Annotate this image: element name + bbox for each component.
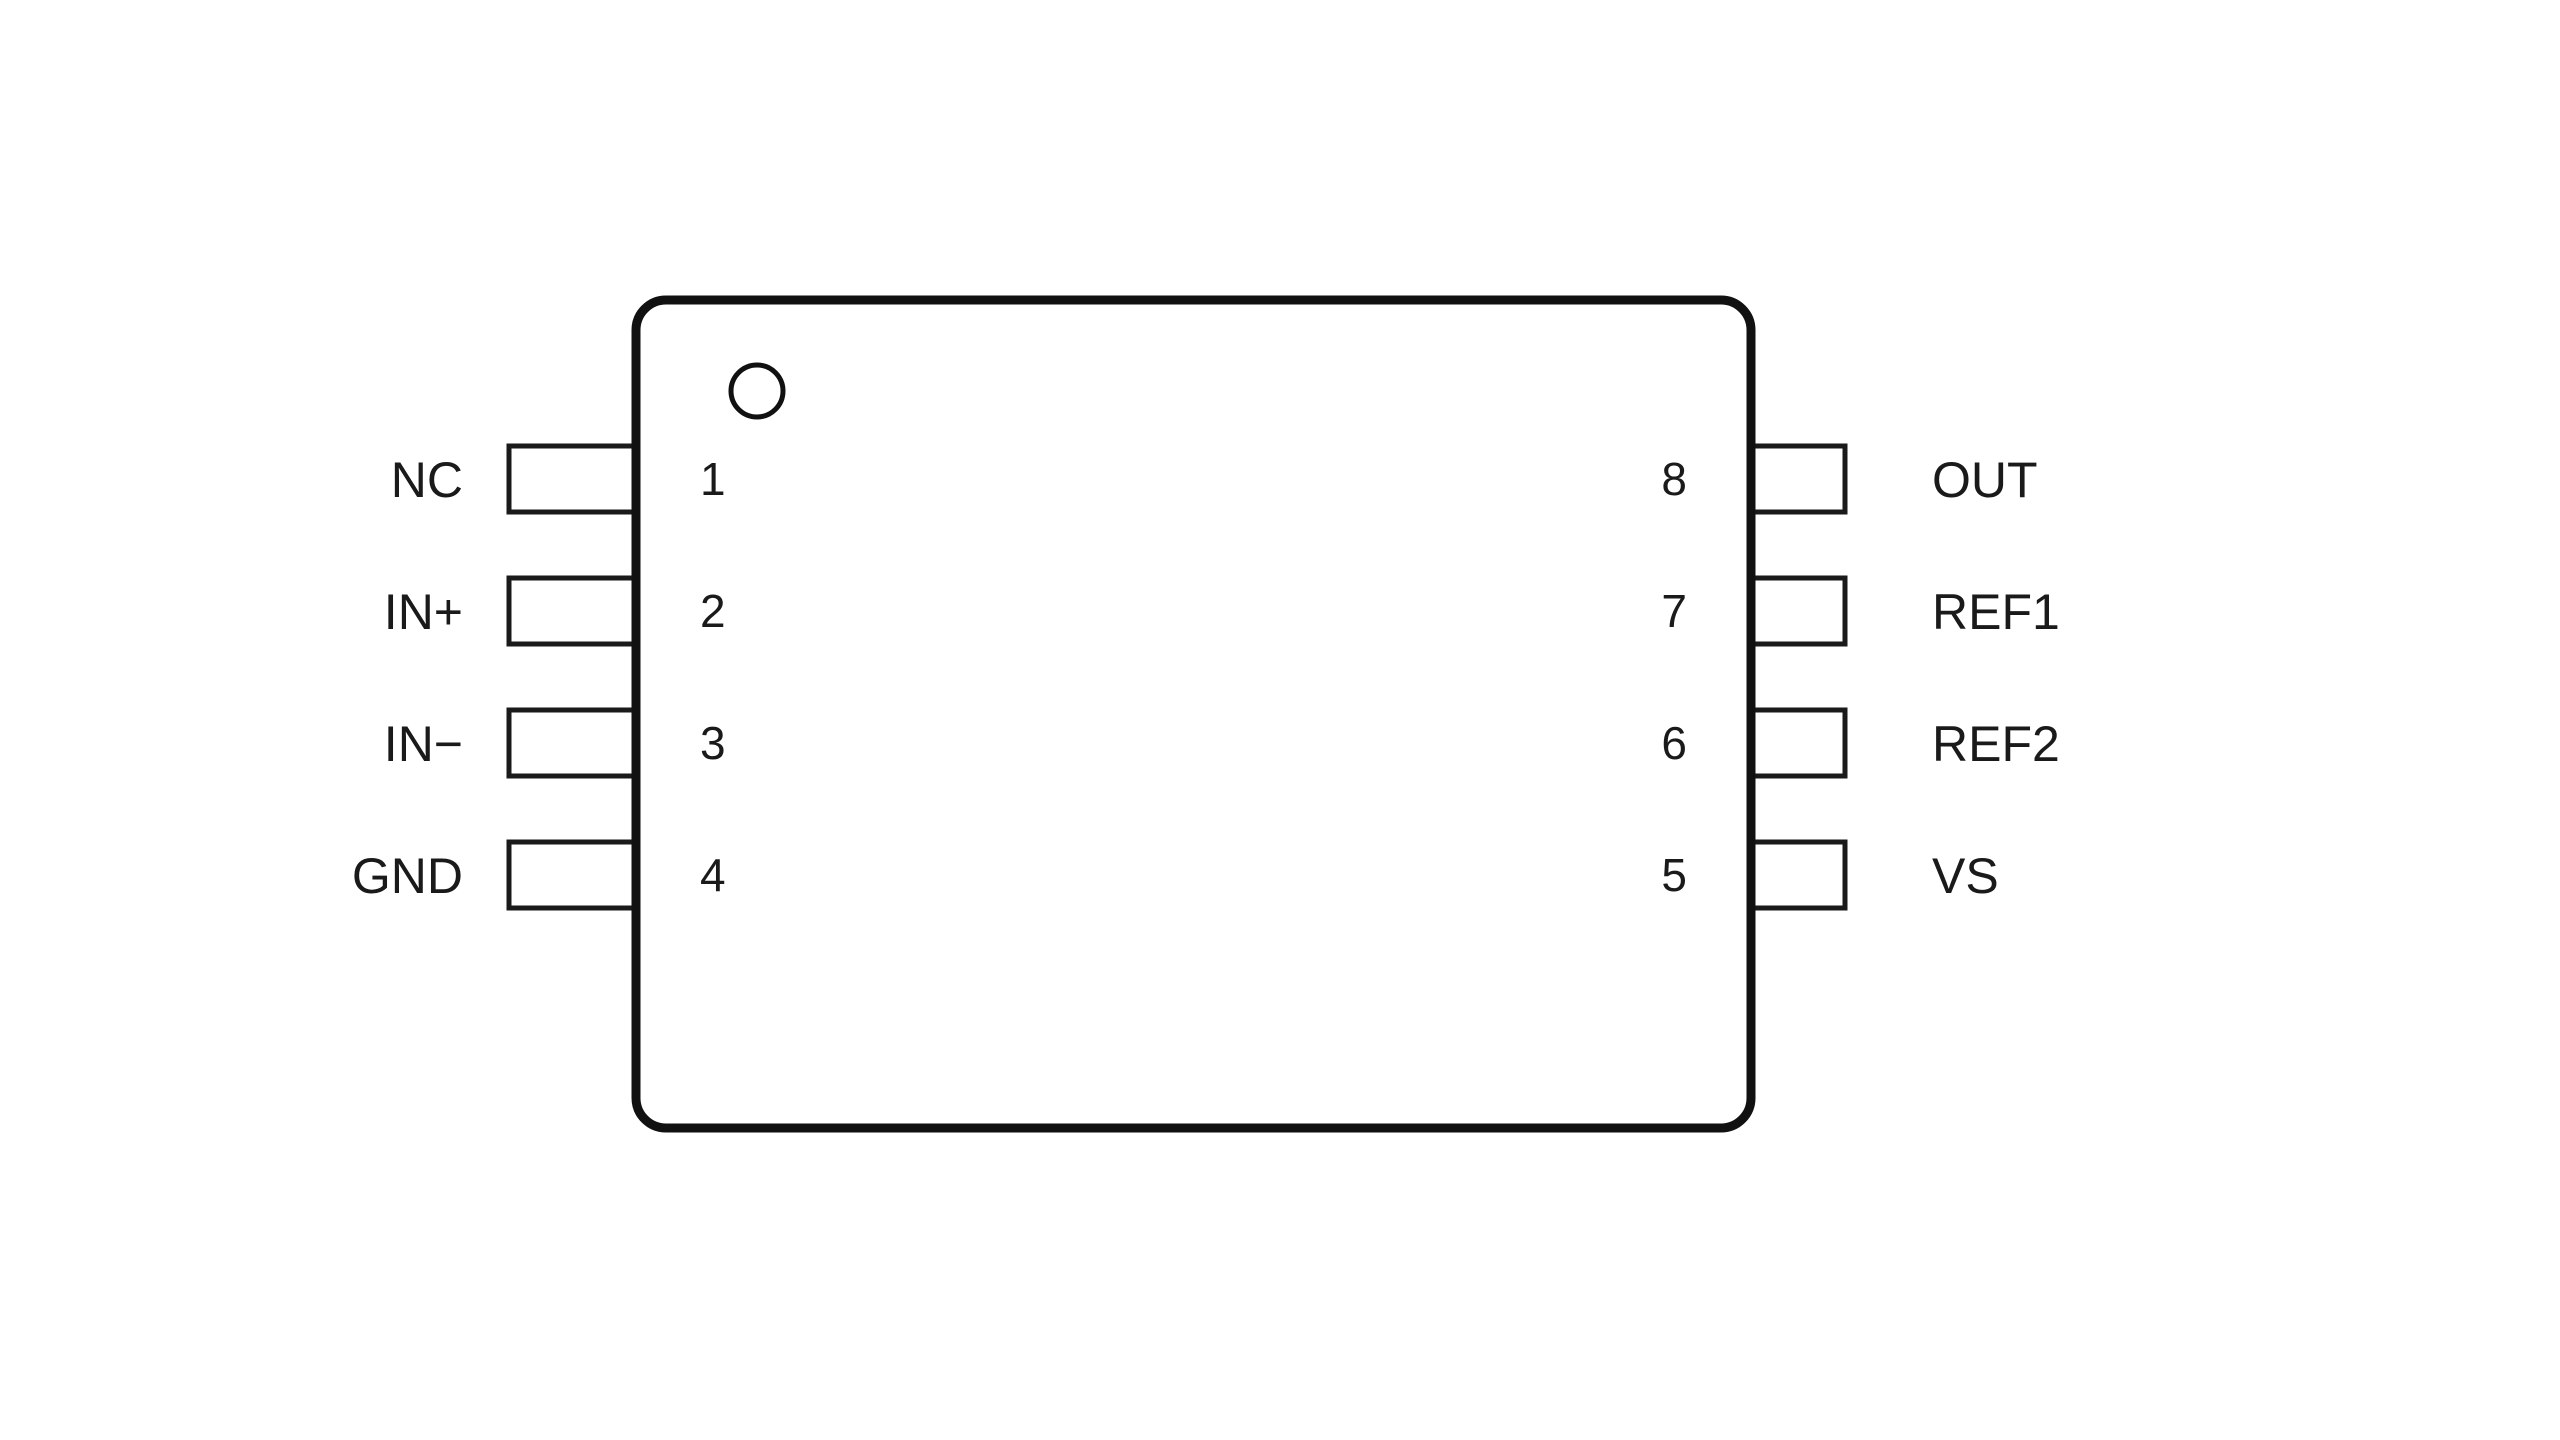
pin-number-3: 3 bbox=[700, 717, 726, 769]
pin-label-ref2: REF2 bbox=[1932, 716, 2060, 772]
pin-number-2: 2 bbox=[700, 585, 726, 637]
left-pin-numbers: 1 2 3 4 bbox=[700, 453, 726, 901]
right-pin-numbers: 8 7 6 5 bbox=[1661, 453, 1687, 901]
pin-1-indicator-icon bbox=[728, 362, 786, 420]
pin-lead-5[interactable] bbox=[1745, 839, 1848, 911]
pin-number-4: 4 bbox=[700, 849, 726, 901]
pin-label-vs: VS bbox=[1932, 848, 1999, 904]
left-pin-leads bbox=[506, 443, 643, 911]
right-pin-labels: OUT REF1 REF2 VS bbox=[1932, 452, 2060, 904]
pin-label-gnd: GND bbox=[352, 848, 463, 904]
pin-lead-7[interactable] bbox=[1745, 575, 1848, 647]
pin-number-5: 5 bbox=[1661, 849, 1687, 901]
pin-label-out: OUT bbox=[1932, 452, 2038, 508]
pin-label-in-plus: IN+ bbox=[384, 584, 463, 640]
pin-label-ref1: REF1 bbox=[1932, 584, 2060, 640]
pin-lead-6[interactable] bbox=[1745, 707, 1848, 779]
right-pin-leads bbox=[1745, 443, 1848, 911]
left-pin-labels: NC IN+ IN− GND bbox=[352, 452, 463, 904]
pin-number-8: 8 bbox=[1661, 453, 1687, 505]
ic-package-body[interactable] bbox=[631, 295, 1756, 1133]
pin-lead-8[interactable] bbox=[1745, 443, 1848, 515]
pin-label-in-minus: IN− bbox=[384, 716, 463, 772]
pin-label-nc: NC bbox=[391, 452, 463, 508]
pin-lead-4[interactable] bbox=[506, 839, 643, 911]
pin-lead-3[interactable] bbox=[506, 707, 643, 779]
pin-number-1: 1 bbox=[700, 453, 726, 505]
pin-number-7: 7 bbox=[1661, 585, 1687, 637]
pin-number-6: 6 bbox=[1661, 717, 1687, 769]
pin-lead-1[interactable] bbox=[506, 443, 643, 515]
pin-lead-2[interactable] bbox=[506, 575, 643, 647]
